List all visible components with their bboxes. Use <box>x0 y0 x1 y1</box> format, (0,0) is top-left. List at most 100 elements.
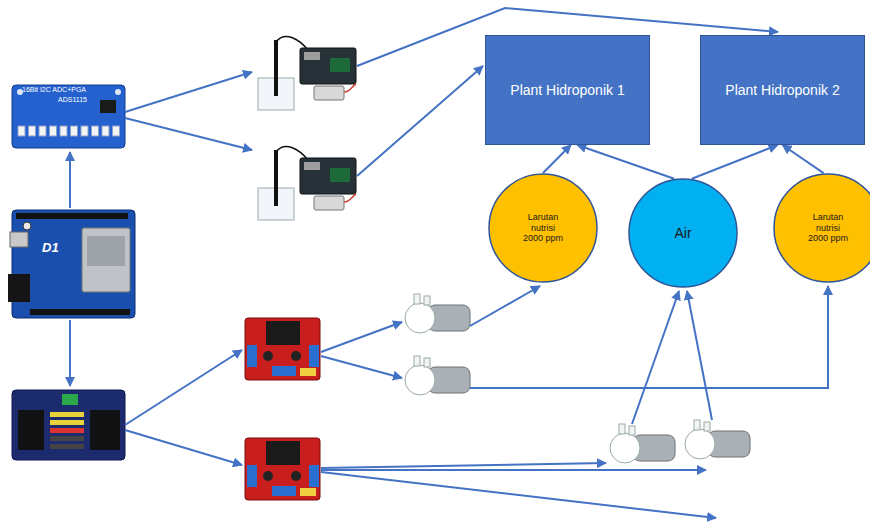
flow-arrow <box>692 145 778 179</box>
node-label: Larutan nutrisi 2000 ppm <box>520 212 566 244</box>
plant-box: Plant Hidroponik 1 <box>485 35 650 145</box>
motor-driver-board-part <box>300 488 316 496</box>
sensor-kit <box>258 37 356 110</box>
motor-driver-board-part <box>245 438 320 500</box>
sensor-kit-part <box>330 58 350 72</box>
text-column: Air <box>674 225 691 242</box>
flow-arrow <box>577 145 674 179</box>
flow-arrow <box>783 145 824 173</box>
wire-arrow-part <box>470 286 828 388</box>
adc-board-part-part <box>71 126 78 136</box>
sensor-kit-part <box>330 168 350 182</box>
motor-driver-board-part <box>291 471 301 481</box>
servo-driver-board-part-part <box>50 436 84 441</box>
pump-part <box>685 429 715 459</box>
adc-board-part-part <box>102 126 109 136</box>
wemos-board-part <box>16 213 128 219</box>
servo-driver-board-part-part <box>90 410 120 450</box>
pump-part <box>619 424 625 434</box>
adc-board-part <box>18 126 120 136</box>
nutrient-circle: Larutan nutrisi 2000 ppm <box>773 173 870 283</box>
adc-board-part-part <box>81 126 88 136</box>
adc-board <box>12 85 125 148</box>
servo-driver-board-part <box>50 412 84 425</box>
adc-board-part-part <box>113 126 120 136</box>
adc-board-part-part <box>92 126 99 136</box>
wemos-board-part <box>30 309 130 315</box>
motor-driver-board-part <box>309 345 319 367</box>
node-label: Larutan nutrisi 2000 ppm <box>805 212 851 244</box>
motor-driver-board-part <box>263 351 273 361</box>
motor-driver-board-part <box>247 345 257 367</box>
servo-driver-board <box>12 390 125 460</box>
wire-arrow-part <box>321 472 716 518</box>
wire-arrow-part <box>687 291 712 420</box>
motor-driver-board-part <box>263 471 273 481</box>
sensor-kit-part <box>344 84 356 92</box>
board-label: D1 <box>42 240 59 255</box>
pump-part <box>704 422 710 431</box>
motor-driver-board-part <box>266 321 300 345</box>
pump <box>685 420 750 459</box>
wire-arrow-part <box>125 430 242 465</box>
motor-driver-board <box>245 438 320 500</box>
servo-driver-board-part <box>62 394 78 405</box>
pump-part <box>694 420 700 430</box>
adc-board-part-part <box>18 126 25 136</box>
motor-driver-board-part <box>300 368 316 376</box>
board-label: 16Bit I2C ADC+PGA <box>22 86 86 93</box>
servo-driver-board-part <box>12 390 125 460</box>
pump-part <box>610 433 640 463</box>
node-label: Air <box>674 225 691 242</box>
plant-box: Plant Hidroponik 2 <box>700 35 865 145</box>
wemos-board-part <box>82 228 130 292</box>
node-label: Plant Hidroponik 2 <box>725 82 839 99</box>
sensor-kit-part <box>274 40 278 96</box>
servo-driver-board-part-part <box>50 412 84 417</box>
wemos-board <box>8 210 135 318</box>
text-column: Larutan nutrisi 2000 ppm <box>520 212 566 244</box>
motor-driver-board-part <box>245 318 320 380</box>
motor-driver-board <box>245 318 320 380</box>
servo-driver-board-part <box>18 410 120 450</box>
sensor-kit-part <box>300 158 356 194</box>
sensor-kit-part <box>344 194 356 202</box>
adc-board-part <box>12 85 125 148</box>
wire-arrow-part <box>69 152 71 208</box>
servo-driver-board-part-part <box>50 444 84 449</box>
nutrient-circle-shape <box>489 174 597 282</box>
servo-driver-board-part-part <box>50 428 84 433</box>
servo-driver-board-part <box>50 436 84 449</box>
sensor-kit-part <box>304 162 320 170</box>
pump <box>405 356 470 395</box>
nutrient-circle-shape <box>774 174 870 282</box>
pump <box>610 424 675 463</box>
adc-board-part-part <box>60 126 67 136</box>
flow-arrow <box>543 145 571 173</box>
motor-driver-board-part <box>266 441 300 465</box>
adc-board-part <box>100 100 116 113</box>
node-label: Plant Hidroponik 1 <box>510 82 624 99</box>
motor-driver-board-part <box>247 465 257 487</box>
servo-driver-board-part <box>50 428 84 433</box>
pump-part <box>629 426 635 435</box>
adc-board-part-part <box>39 126 46 136</box>
pump-part <box>424 296 430 305</box>
wire-arrow-part <box>125 350 242 425</box>
sensor-kit-part <box>314 86 344 100</box>
wemos-board-part <box>87 236 125 266</box>
wemos-board-part <box>12 210 135 318</box>
adc-board-part-part <box>29 126 36 136</box>
pump-part <box>405 303 435 333</box>
sensor-kit <box>258 147 356 220</box>
board-label: ADS1115 <box>58 96 87 103</box>
sensor-kit-part <box>304 52 320 60</box>
wire-arrow-part <box>321 322 402 352</box>
servo-driver-board-part-part <box>18 410 44 450</box>
wire-arrow-part <box>632 291 679 424</box>
text-column: Plant Hidroponik 1 <box>510 82 624 99</box>
wemos-board-part <box>23 222 31 230</box>
wire-arrow-part <box>125 118 252 150</box>
wire-arrow-part <box>321 463 606 468</box>
